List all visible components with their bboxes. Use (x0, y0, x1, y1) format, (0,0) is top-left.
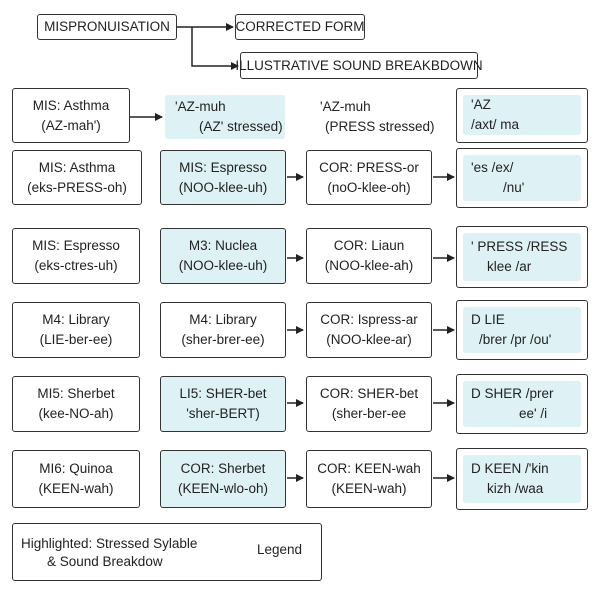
row1-stress-note: 'AZ-muh (PRESS stressed) (320, 99, 435, 134)
row3-breakdown-highlight: ' PRESS /RESS klee /ar (463, 233, 581, 281)
row5-breakdown-box: D SHER /prer ee' /i (456, 374, 588, 434)
header-corrected-label: CORRECTED FORM (235, 19, 365, 35)
row5-mispronunciation-box: MI5: Sherbet (kee-NO-ah) (12, 376, 140, 432)
row5-breakdown-highlight: D SHER /prer ee' /i (463, 381, 581, 427)
header-mispronunciation-box: MISPRONUISATION (37, 14, 177, 40)
row3-breakdown-box: ' PRESS /RESS klee /ar (456, 226, 588, 288)
header-corrected-box: CORRECTED FORM (235, 14, 365, 40)
row3-corrected-box: M3: Nuclea (NOO-klee-uh) (160, 228, 286, 284)
legend-box: Highlighted: Stressed Sylable & Sound Br… (12, 523, 322, 581)
row3-correct-form-box: COR: Liaun (NOO-klee-ah) (306, 228, 432, 284)
header-mispronunciation-label: MISPRONUISATION (44, 19, 170, 35)
row6-correct-form-box: COR: KEEN-wah (KEEN-wah) (306, 450, 432, 508)
row2-breakdown-highlight: 'es /ex/ /nu' (463, 155, 581, 201)
row1-corrected-box: 'AZ-muh (AZ' stressed) (165, 95, 285, 139)
row6-breakdown-highlight: D KEEN /'kin kizh /waa (463, 455, 581, 503)
header-arrow-breakdown (191, 27, 239, 70)
row6-mispronunciation-box: MI6: Quinoa (KEEN-wah) (12, 450, 140, 508)
row5-corrected-box: LI5: SHER-bet 'sher-BERT) (160, 376, 286, 432)
header-breakdown-box: ILLUSTRATIVE SOUND BREAKBDOWN (235, 52, 483, 79)
row6-corrected-box: COR: Sherbet (KEEN-wlo-oh) (160, 450, 286, 508)
row5-correct-form-box: COR: SHER-bet (sher-ber-ee (306, 376, 432, 432)
row1-breakdown-highlight: 'AZ /axt/ ma (463, 95, 581, 135)
row1-breakdown-box: 'AZ /axt/ ma (456, 88, 588, 143)
row2-mispronunciation-box: MIS: Asthma (eks-PRESS-oh) (12, 150, 142, 205)
row4-corrected-box: M4: Library (sher-brer-ee) (160, 302, 286, 358)
row2-correct-form-box: COR: PRESS-or (noO-klee-oh) (306, 150, 432, 205)
row4-mispronunciation-box: M4: Library (LIE-ber-ee) (12, 302, 140, 358)
legend-highlight-line1: Highlighted: Stressed Sylable (21, 536, 198, 551)
row3-mispronunciation-box: MIS: Espresso (eks-ctres-uh) (12, 228, 140, 284)
row2-breakdown-box: 'es /ex/ /nu' (456, 148, 588, 208)
legend-label: Legend (257, 542, 303, 557)
header-breakdown-label: ILLUSTRATIVE SOUND BREAKBDOWN (235, 57, 483, 73)
row4-breakdown-highlight: D LIE /brer /pr /ou' (463, 307, 581, 353)
row4-breakdown-box: D LIE /brer /pr /ou' (456, 300, 588, 360)
row2-corrected-box: MIS: Espresso (NOO-klee-uh) (160, 150, 286, 205)
row4-correct-form-box: COR: Ispress-ar (NOO-klee-ar) (306, 302, 432, 358)
row6-breakdown-box: D KEEN /'kin kizh /waa (456, 448, 588, 510)
row1-mispronunciation-box: MIS: Asthma (AZ-mah') (12, 88, 130, 143)
legend-highlight-line2: & Sound Breakdow (47, 554, 163, 569)
